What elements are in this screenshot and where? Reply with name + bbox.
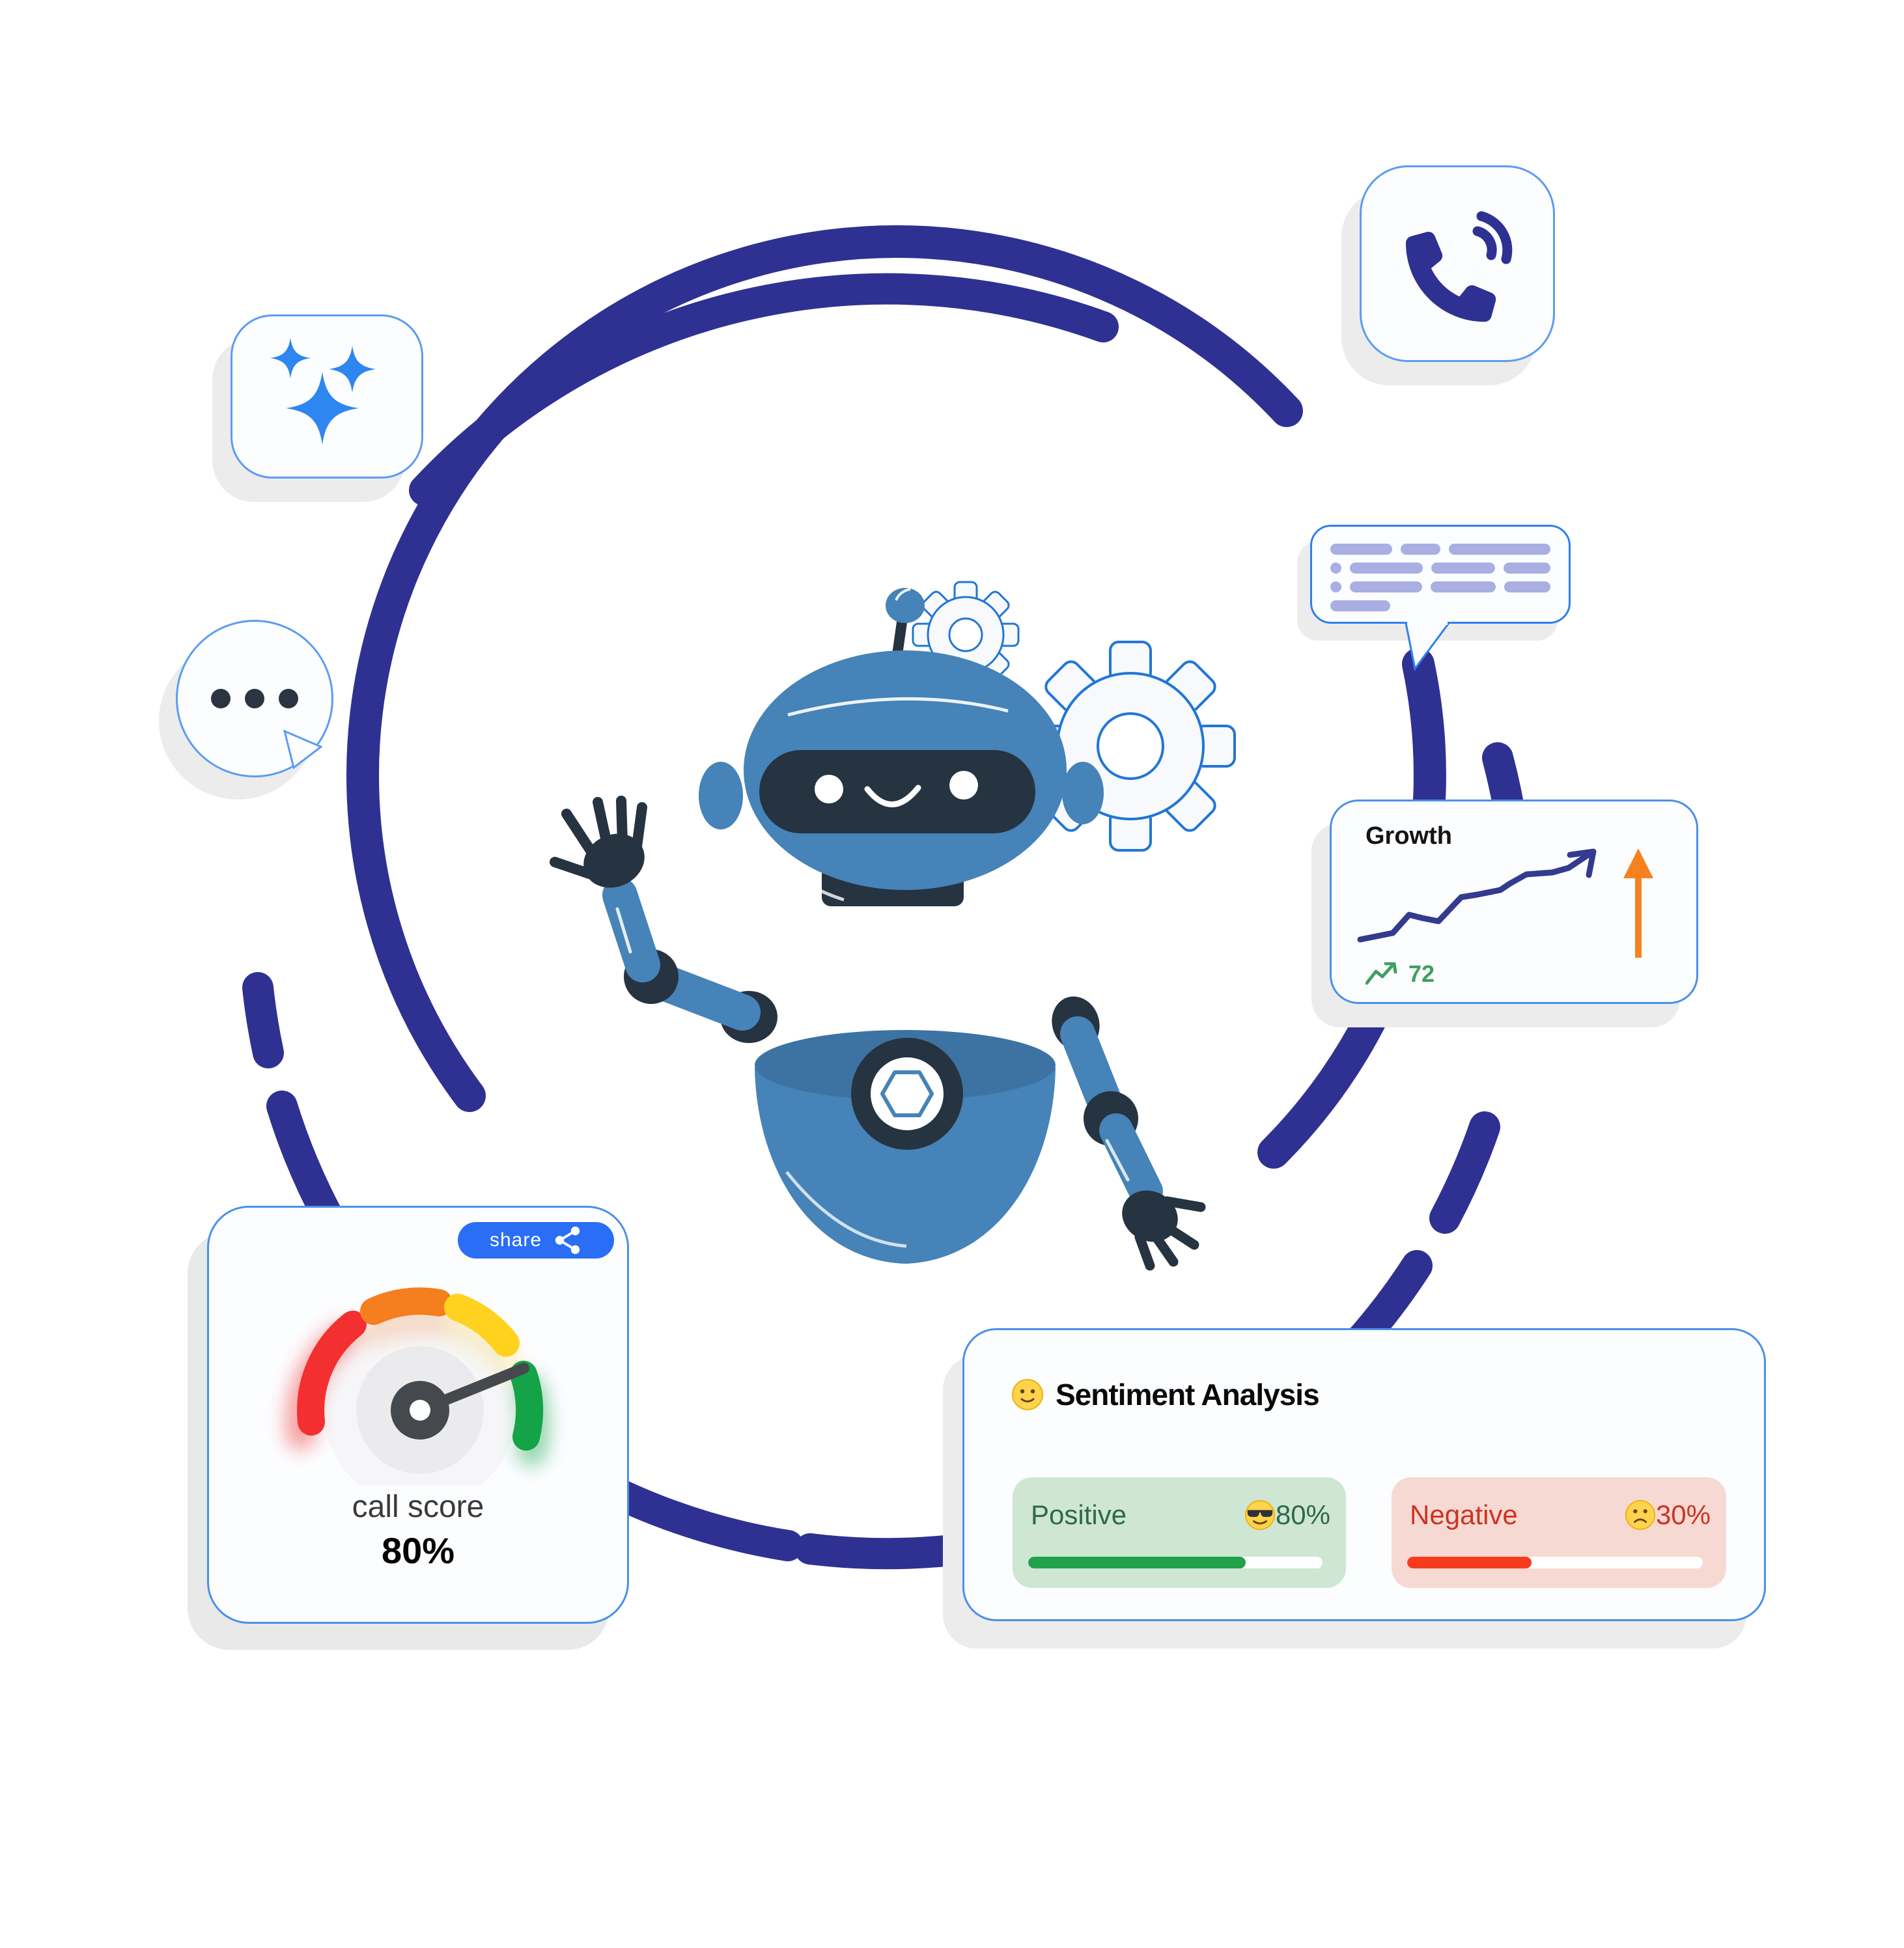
- robot-torso: [755, 1030, 1056, 1264]
- gauge-segment-yellow: [444, 1294, 520, 1357]
- robot-emblem: [880, 1070, 934, 1117]
- robot-left-hand: [550, 796, 647, 888]
- sentiment-title: Sentiment Analysis: [1056, 1378, 1320, 1412]
- negative-bar-track: [1407, 1557, 1703, 1568]
- robot-left-arm: [550, 796, 777, 1043]
- sentiment-card: Sentiment Analysis Positive 80% Negative: [962, 1328, 1766, 1621]
- transcript-bubble-tail: [1405, 622, 1451, 671]
- positive-value: 80%: [1275, 1499, 1330, 1530]
- growth-line: [1357, 849, 1595, 943]
- call-score-value: 80%: [381, 1530, 455, 1571]
- growth-card: Growth 72: [1330, 800, 1698, 1004]
- robot-eye-left: [815, 775, 843, 803]
- transcript-bubble: [1310, 525, 1571, 671]
- positive-bar-fill: [1028, 1557, 1246, 1568]
- sparkles-card: [231, 314, 423, 479]
- typing-dots-icon: [211, 689, 298, 708]
- chat-bubble: [176, 620, 333, 777]
- transcript-lines: [1330, 544, 1551, 611]
- negative-bar-fill: [1407, 1557, 1532, 1568]
- chat-bubble-tail: [283, 729, 323, 770]
- robot-right-hand: [1122, 1190, 1206, 1271]
- gauge-segment-green: [510, 1361, 544, 1451]
- gauge-segment-orange: [360, 1287, 453, 1325]
- share-icon: [555, 1226, 580, 1255]
- positive-label: Positive: [1031, 1499, 1127, 1530]
- robot-mascot: [550, 588, 1206, 1271]
- growth-chart: [1357, 848, 1653, 958]
- gauge-segment-red: [297, 1311, 367, 1436]
- share-button-label: share: [489, 1229, 542, 1251]
- robot-visor: [759, 750, 1035, 833]
- growth-trend-value: 72: [1408, 960, 1435, 987]
- robot-eye-right: [949, 771, 978, 800]
- positive-bar-track: [1028, 1557, 1323, 1568]
- share-button[interactable]: share: [458, 1222, 614, 1259]
- frowning-emoji-icon: [1625, 1499, 1655, 1531]
- growth-line-arrowhead: [1567, 848, 1597, 878]
- phone-card: [1360, 165, 1555, 362]
- growth-up-arrow: [1623, 848, 1653, 958]
- positive-sentiment-box: Positive 80%: [1013, 1477, 1346, 1588]
- negative-label: Negative: [1410, 1499, 1518, 1530]
- trend-up-icon: [1365, 962, 1397, 985]
- call-score-label: call score: [352, 1490, 484, 1524]
- call-score-card: share: [207, 1206, 629, 1624]
- robot-right-arm: [1052, 996, 1206, 1271]
- robot-smile: [864, 785, 921, 807]
- negative-sentiment-box: Negative 30%: [1392, 1477, 1726, 1588]
- call-score-gauge: [285, 1287, 550, 1485]
- sparkles-icon: [270, 338, 376, 445]
- negative-value: 30%: [1655, 1499, 1711, 1530]
- sunglasses-emoji-icon: [1244, 1499, 1275, 1531]
- phone-call-icon: [1406, 211, 1513, 322]
- slightly-smiling-emoji-icon: [1012, 1379, 1043, 1410]
- growth-title: Growth: [1365, 822, 1452, 850]
